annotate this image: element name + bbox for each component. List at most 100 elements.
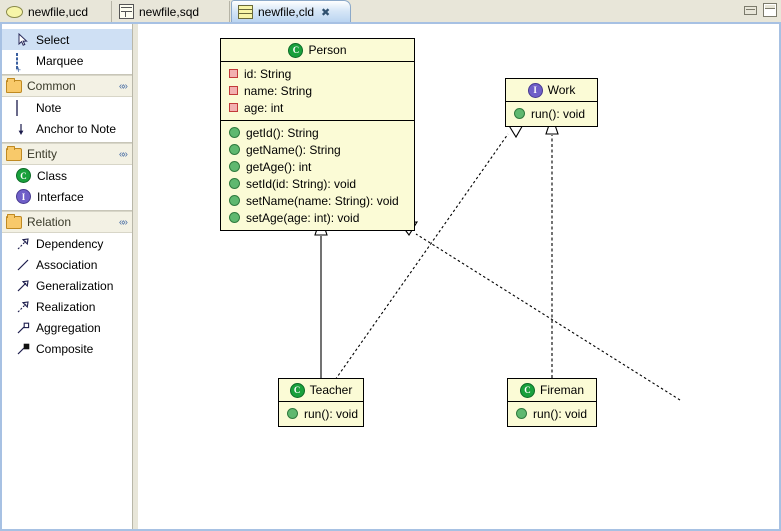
window-controls (744, 3, 777, 17)
connector-fireman-person (415, 233, 681, 401)
uml-class-name: Fireman (539, 383, 584, 397)
note-icon (16, 99, 30, 116)
tab-newfile-cld[interactable]: newfile,cld ✖ (231, 0, 351, 23)
private-attribute-icon (229, 103, 238, 112)
palette-item-label: Aggregation (36, 320, 101, 335)
palette-item-note[interactable]: Note (2, 97, 132, 118)
uml-class-fireman[interactable]: C Fireman run(): void (507, 378, 597, 427)
uml-method-row[interactable]: run(): void (506, 105, 597, 122)
uml-class-name: Teacher (309, 383, 353, 397)
class-icon: C (16, 168, 31, 183)
uml-methods-compartment: run(): void (508, 402, 596, 426)
private-attribute-icon (229, 69, 238, 78)
uml-method-row[interactable]: setId(id: String): void (221, 175, 414, 192)
aggregation-diamond-icon (16, 321, 30, 335)
composite-diamond-icon (16, 342, 30, 356)
private-attribute-icon (229, 86, 238, 95)
generalization-arrow-icon (16, 279, 30, 293)
palette-item-label: Association (36, 257, 98, 272)
uml-methods-compartment: run(): void (506, 102, 597, 126)
uml-method-label: run(): void (531, 106, 586, 121)
chevron-collapse-icon[interactable]: «» (118, 216, 128, 228)
minimize-icon[interactable] (744, 5, 757, 15)
usecase-diagram-icon (6, 5, 23, 18)
public-method-icon (229, 178, 240, 189)
tab-label: newfile,cld (258, 5, 315, 19)
uml-method-row[interactable]: run(): void (508, 405, 596, 422)
palette-section-entity[interactable]: Entity «» (2, 143, 132, 165)
uml-method-row[interactable]: getAge(): int (221, 158, 414, 175)
palette-tool-marquee[interactable]: Marquee (2, 50, 132, 71)
interface-icon: I (16, 189, 31, 204)
public-method-icon (229, 144, 240, 155)
palette-tool-select[interactable]: Select (2, 29, 132, 50)
uml-method-row[interactable]: getId(): String (221, 124, 414, 141)
uml-attribute-row[interactable]: age: int (221, 99, 414, 116)
palette-item-label: Realization (36, 299, 96, 314)
palette-section-common[interactable]: Common «» (2, 75, 132, 97)
uml-attribute-label: age: int (244, 100, 284, 115)
uml-method-row[interactable]: setAge(age: int): void (221, 209, 414, 226)
public-method-icon (229, 127, 240, 138)
public-method-icon (229, 212, 240, 223)
palette-divider (2, 142, 132, 143)
uml-method-row[interactable]: setName(name: String): void (221, 192, 414, 209)
public-method-icon (229, 161, 240, 172)
palette-item-label: Anchor to Note (36, 121, 117, 136)
uml-class-header: C Person (221, 39, 414, 62)
uml-attributes-compartment: id: String name: String age: int (221, 62, 414, 121)
palette-item-label: Note (36, 100, 62, 115)
public-method-icon (514, 108, 525, 119)
palette-section-relation[interactable]: Relation «» (2, 211, 132, 233)
tab-newfile-sqd[interactable]: newfile,sqd (113, 1, 230, 22)
palette-item-aggregation[interactable]: Aggregation (2, 317, 132, 338)
uml-class-name: Work (547, 83, 576, 97)
maximize-icon[interactable] (763, 3, 777, 17)
palette-item-label: Composite (36, 341, 94, 356)
uml-method-row[interactable]: run(): void (279, 405, 363, 422)
palette-item-composite[interactable]: Composite (2, 338, 132, 359)
uml-methods-compartment: run(): void (279, 402, 363, 426)
public-method-icon (229, 195, 240, 206)
cursor-icon (16, 32, 30, 47)
palette-item-dependency[interactable]: Dependency (2, 233, 132, 254)
uml-methods-compartment: getId(): String getName(): String getAge… (221, 121, 414, 230)
uml-method-label: getId(): String (246, 125, 319, 140)
association-line-icon (16, 258, 30, 272)
uml-attribute-row[interactable]: id: String (221, 65, 414, 82)
uml-class-name: Person (308, 43, 347, 57)
palette-item-realization[interactable]: Realization (2, 296, 132, 317)
palette-item-anchor-to-note[interactable]: Anchor to Note (2, 118, 132, 139)
uml-class-teacher[interactable]: C Teacher run(): void (278, 378, 364, 427)
uml-method-label: getName(): String (246, 142, 341, 157)
tab-label: newfile,ucd (28, 4, 89, 19)
anchor-arrow-icon (16, 122, 30, 136)
uml-attribute-row[interactable]: name: String (221, 82, 414, 99)
class-icon: C (519, 382, 535, 398)
chevron-collapse-icon[interactable]: «» (118, 80, 128, 92)
uml-interface-work[interactable]: I Work run(): void (505, 78, 598, 127)
folder-icon (6, 77, 22, 93)
public-method-icon (516, 408, 527, 419)
palette-item-class[interactable]: C Class (2, 165, 132, 186)
palette-item-generalization[interactable]: Generalization (2, 275, 132, 296)
uml-method-label: setName(name: String): void (246, 193, 399, 208)
uml-class-person[interactable]: C Person id: String name: String age: in… (220, 38, 415, 231)
interface-icon: I (527, 82, 543, 98)
palette-item-label: Class (37, 168, 68, 183)
close-icon[interactable]: ✖ (321, 6, 331, 19)
uml-method-label: getAge(): int (246, 159, 312, 174)
palette-item-label: Generalization (36, 278, 114, 293)
diagram-canvas[interactable]: C Person id: String name: String age: in… (138, 24, 779, 529)
public-method-icon (287, 408, 298, 419)
class-diagram-icon (238, 5, 253, 19)
palette-divider (2, 210, 132, 211)
uml-class-header: C Teacher (279, 379, 363, 402)
chevron-collapse-icon[interactable]: «» (118, 148, 128, 160)
tab-newfile-ucd[interactable]: newfile,ucd (0, 1, 112, 22)
uml-method-row[interactable]: getName(): String (221, 141, 414, 158)
palette-item-interface[interactable]: I Interface (2, 186, 132, 207)
dependency-arrow-icon (16, 237, 30, 251)
uml-attribute-label: name: String (244, 83, 313, 98)
palette-item-association[interactable]: Association (2, 254, 132, 275)
